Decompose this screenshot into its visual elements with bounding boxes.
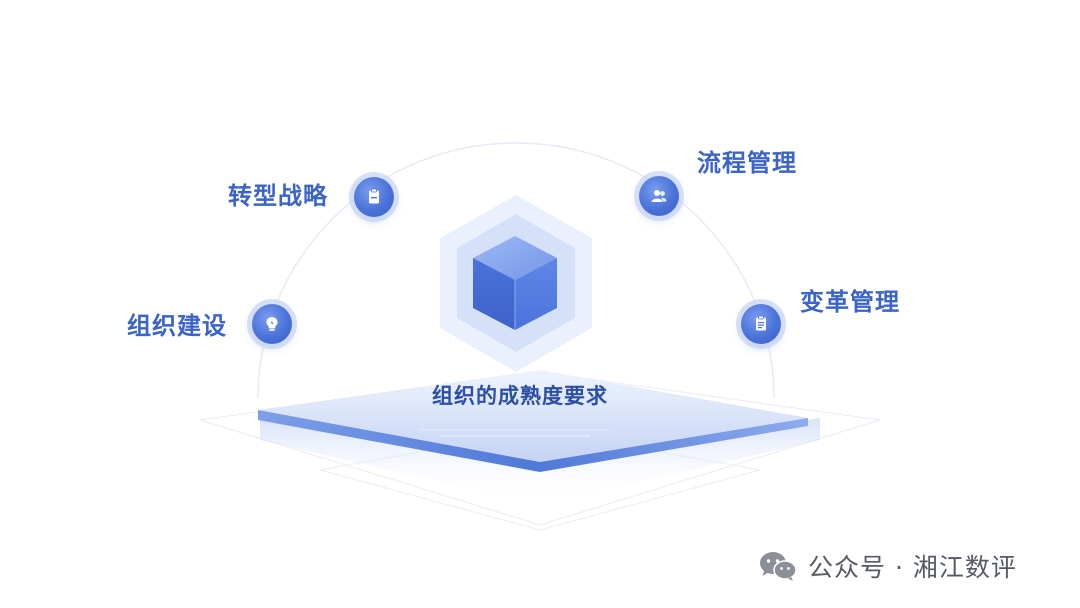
watermark-text: 公众号 · 湘江数评 — [808, 553, 1017, 582]
watermark: 公众号 · 湘江数评 — [758, 548, 1017, 584]
platform-edge — [258, 410, 808, 472]
clipboard-icon — [369, 188, 379, 204]
checklist-icon — [756, 315, 766, 331]
users-icon — [651, 190, 667, 202]
node-label-process: 流程管理 — [697, 149, 797, 177]
node-strategy — [354, 177, 394, 217]
platform-top — [258, 370, 808, 462]
cube-left-face — [473, 258, 515, 330]
cube-right-face — [515, 258, 557, 330]
node-label-org: 组织建设 — [127, 312, 227, 340]
node-label-strategy: 转型战略 — [228, 182, 328, 210]
node-label-change: 变革管理 — [800, 288, 900, 316]
hemisphere-arc — [257, 142, 775, 399]
node-change — [741, 304, 781, 344]
base-diamond-glow — [260, 418, 820, 505]
node-org — [252, 304, 292, 344]
node-process — [639, 176, 679, 216]
center-title: 组织的成熟度要求 — [432, 384, 608, 408]
lightbulb-icon — [266, 317, 278, 331]
wechat-icon — [760, 552, 797, 581]
